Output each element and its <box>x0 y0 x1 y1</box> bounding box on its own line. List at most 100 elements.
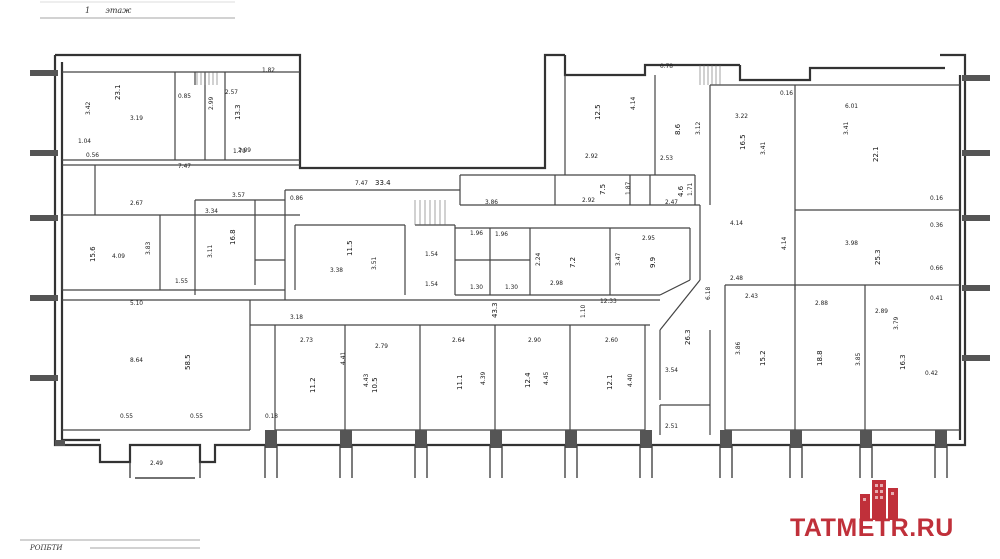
room-height: 3.51 <box>371 256 378 270</box>
room-area: 33.4 <box>375 179 391 187</box>
room-width: 4.09 <box>112 252 125 260</box>
room-area: 58.5 <box>184 354 192 370</box>
room-height: 4.43 <box>363 373 370 387</box>
svg-text:2.51: 2.51 <box>665 422 678 430</box>
room-width: 12.33 <box>600 297 617 305</box>
svg-text:0.36: 0.36 <box>930 221 943 229</box>
svg-text:1.30: 1.30 <box>470 283 483 291</box>
room-labels: 23.1 3.19 3.42 13.3 1.79 2.99 12.5 2.92 … <box>85 84 907 393</box>
room-height: 4.45 <box>543 371 550 385</box>
room-height: 3.41 <box>760 141 767 155</box>
svg-text:3.18: 3.18 <box>290 313 303 321</box>
room-area: 7.5 <box>599 184 607 195</box>
room-area: 15.6 <box>89 246 97 262</box>
room-width: 2.90 <box>528 336 541 344</box>
room-height: 1.71 <box>687 182 694 196</box>
footer-label: РОПБТИ <box>30 544 63 552</box>
room-height: 8.64 <box>130 356 143 364</box>
window-piers <box>55 430 947 448</box>
svg-text:1.54: 1.54 <box>425 280 438 288</box>
room-width: 2.53 <box>660 154 673 162</box>
room-height: 3.42 <box>85 101 92 115</box>
room-area: 16.3 <box>899 354 907 370</box>
room-height: 4.39 <box>480 371 487 385</box>
room-height: 4.40 <box>627 373 634 387</box>
svg-text:1.54: 1.54 <box>425 250 438 258</box>
room-area: 7.2 <box>569 257 577 268</box>
room-width: 5.10 <box>130 299 143 307</box>
room-area: 11.5 <box>346 240 354 256</box>
room-height: 3.57 <box>232 191 245 199</box>
room-area: 10.5 <box>371 377 379 393</box>
svg-text:0.85: 0.85 <box>178 92 191 100</box>
room-width: 2.88 <box>815 299 828 307</box>
room-width: 2.95 <box>642 234 655 242</box>
svg-text:1.82: 1.82 <box>262 66 275 74</box>
svg-text:1.55: 1.55 <box>175 277 188 285</box>
room-width: 7.47 <box>355 179 368 187</box>
room-area: 8.6 <box>674 123 682 135</box>
room-height: 1.87 <box>625 181 632 195</box>
svg-text:0.41: 0.41 <box>930 294 943 302</box>
stairs <box>196 65 721 225</box>
svg-text:1.96: 1.96 <box>495 230 508 238</box>
room-area: 11.1 <box>456 374 464 390</box>
svg-text:0.78: 0.78 <box>660 62 673 70</box>
room-area: 16.8 <box>229 229 237 245</box>
svg-text:1.30: 1.30 <box>505 283 518 291</box>
svg-text:2.67: 2.67 <box>130 199 143 207</box>
room-area: 13.3 <box>234 104 242 120</box>
room-area: 25.3 <box>874 249 882 265</box>
room-width: 6.01 <box>845 102 858 110</box>
room-area: 12.4 <box>524 372 532 388</box>
room-width: 2.47 <box>665 198 678 206</box>
room-area: 12.1 <box>606 374 614 390</box>
room-width: 2.98 <box>550 279 563 287</box>
room-width: 2.92 <box>582 196 595 204</box>
watermark-text: TATMETR.RU <box>790 514 954 542</box>
room-height: 1.10 <box>580 304 587 318</box>
room-width: 2.92 <box>585 152 598 160</box>
svg-text:2.57: 2.57 <box>225 88 238 96</box>
room-area: 23.1 <box>114 84 122 100</box>
svg-text:0.55: 0.55 <box>120 412 133 420</box>
room-area: 4.6 <box>677 185 685 197</box>
room-width: 2.64 <box>452 336 465 344</box>
room-height: 4.14 <box>781 236 788 250</box>
room-width: 3.38 <box>330 266 343 274</box>
svg-text:0.16: 0.16 <box>930 194 943 202</box>
room-height: 3.86 <box>735 341 742 355</box>
room-height: 3.79 <box>893 316 900 330</box>
room-width: 3.54 <box>665 366 678 374</box>
svg-text:0.18: 0.18 <box>265 412 278 420</box>
interior-walls <box>61 71 960 435</box>
svg-text:1.96: 1.96 <box>470 229 483 237</box>
svg-text:7.47: 7.47 <box>178 162 191 170</box>
svg-text:2.48: 2.48 <box>730 274 743 282</box>
room-area: 43.3 <box>491 302 499 318</box>
room-height: 3.83 <box>145 241 152 255</box>
room-area: 26.3 <box>684 329 692 345</box>
room-height: 3.41 <box>843 121 850 135</box>
svg-text:1.04: 1.04 <box>78 137 91 145</box>
room-area: 15.2 <box>759 350 767 366</box>
svg-text:2.49: 2.49 <box>150 459 163 467</box>
room-area: 22.1 <box>872 146 880 162</box>
room-width: 2.60 <box>605 336 618 344</box>
svg-text:0.56: 0.56 <box>86 151 99 159</box>
floor-number: 1 <box>85 6 91 15</box>
room-height: 3.47 <box>615 252 622 266</box>
svg-text:0.66: 0.66 <box>930 264 943 272</box>
svg-text:0.86: 0.86 <box>290 194 303 202</box>
svg-text:0.55: 0.55 <box>190 412 203 420</box>
room-area: 12.5 <box>594 104 602 120</box>
side-piers <box>30 70 990 381</box>
room-width: 2.79 <box>375 342 388 350</box>
room-height: 4.41 <box>340 351 347 365</box>
floor-label: этаж <box>105 6 132 15</box>
room-width: 3.19 <box>130 114 143 122</box>
room-width: 3.22 <box>735 112 748 120</box>
room-width: 3.34 <box>205 207 218 215</box>
svg-text:0.42: 0.42 <box>925 369 938 377</box>
